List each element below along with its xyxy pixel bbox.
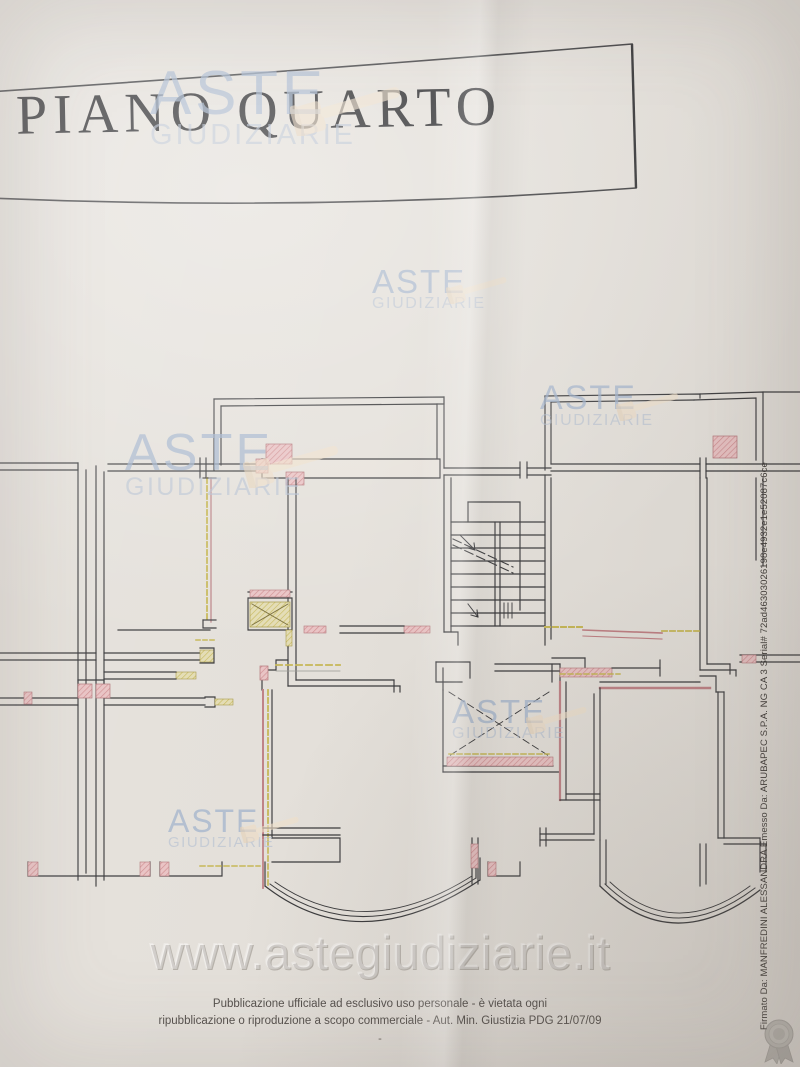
title-block: [0, 43, 638, 204]
signature-seal-icon: [764, 1019, 794, 1064]
footer-line-1: Pubblicazione ufficiale ad esclusivo uso…: [212, 998, 548, 1010]
footer-line-2: ripubblicazione o riproduzione a scopo c…: [158, 1014, 602, 1027]
footer-line-3: -: [378, 1033, 382, 1045]
digital-signature-strip: Firmato Da: MANFREDINI ALESSANDRA Emesso…: [759, 462, 792, 1030]
footer-disclaimer: Pubblicazione ufficiale ad esclusivo uso…: [0, 996, 760, 1048]
digital-signature-text: Firmato Da: MANFREDINI ALESSANDRA Emesso…: [759, 462, 770, 1030]
